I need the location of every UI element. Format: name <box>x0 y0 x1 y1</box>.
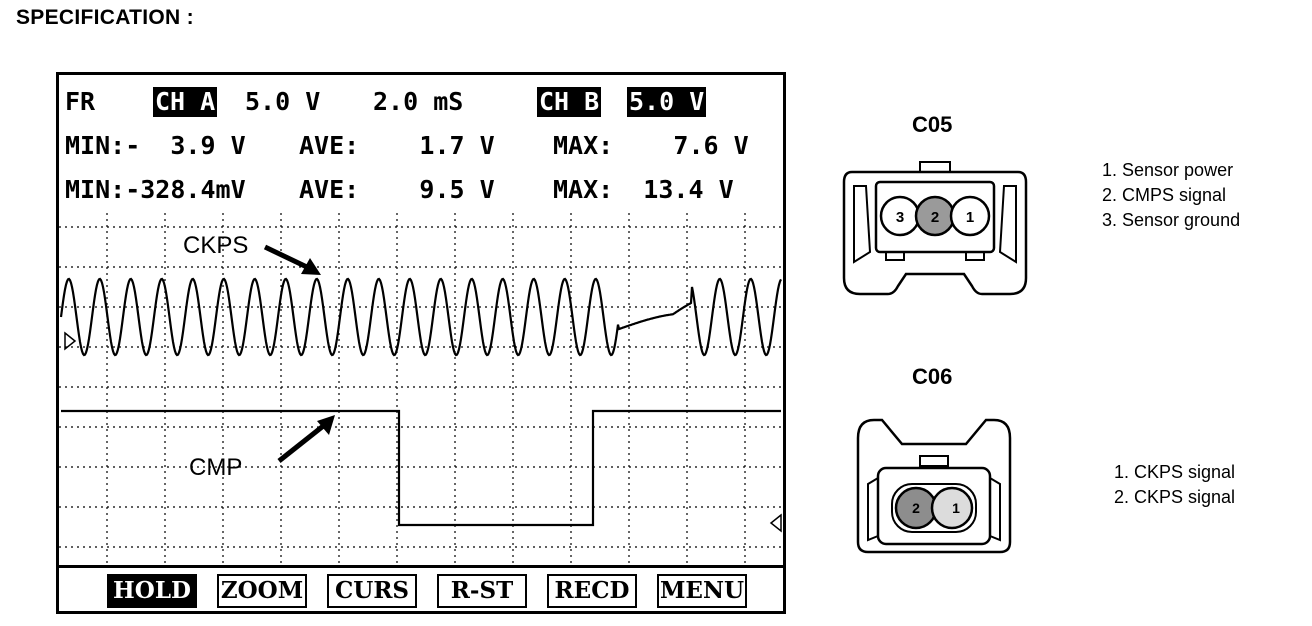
c06-legend-item-2: 2. CKPS signal <box>1114 487 1236 507</box>
c05-pin-1 <box>949 195 991 237</box>
channel-a-scale: 5.0 V <box>245 87 321 116</box>
c05-legend-item-2: 2. CMPS signal <box>1102 185 1227 205</box>
c05-pin-3-label: 3 <box>896 209 904 226</box>
c06-pin-2-label: 2 <box>912 500 920 516</box>
zoom-button[interactable]: ZOOM <box>217 574 307 608</box>
ckps-arrow-shaft <box>263 244 313 272</box>
c06-pin-frame <box>876 466 992 546</box>
c05-legend-item-3: 3. Sensor ground <box>1102 210 1241 230</box>
c06-title: C06 <box>912 364 953 389</box>
c06-right-guide <box>989 476 1001 542</box>
hold-button[interactable]: HOLD <box>107 574 197 608</box>
c05-legend-item-1: 1. Sensor power <box>1102 160 1234 180</box>
scope-row-channel-a-stats: MIN:- 3.9 V AVE: 1.7 V MAX: 7.6 V <box>59 131 783 281</box>
frame-label: FR <box>65 87 96 116</box>
c05-right-guide <box>998 185 1017 264</box>
c05-connector-diagram: 3 2 1 <box>842 161 1028 296</box>
c06-pin-1 <box>930 486 974 530</box>
channel-b-scale: 5.0 V <box>627 87 707 117</box>
channel-a-min: MIN:- 3.9 V <box>65 131 246 160</box>
c06-legend-item-1: 1. CKPS signal <box>1114 462 1236 482</box>
channel-b-max: MAX: 13.4 V <box>553 175 734 204</box>
c05-pin-frame <box>874 180 996 254</box>
ckps-waveform <box>59 277 782 357</box>
channel-b-min: MIN:-328.4mV <box>65 175 246 204</box>
channel-b-badge: CH B <box>537 87 602 117</box>
channel-a-badge: CH A <box>153 87 218 117</box>
c06-latch <box>919 455 949 467</box>
spec-title: SPECIFICATION : <box>16 6 194 29</box>
channel-a-ave: AVE: 1.7 V <box>299 131 495 160</box>
c05-legend: 1. Sensor power 2. CMPS signal 3. Sensor… <box>1102 158 1240 233</box>
c06-legend: 1. CKPS signal 2. CKPS signal <box>1114 460 1235 510</box>
c06-connector-diagram: 2 1 <box>856 418 1012 554</box>
cmp-waveform <box>61 409 781 527</box>
c05-left-guide <box>853 185 872 264</box>
c05-housing <box>842 170 1028 296</box>
scope-row-channel-b-stats: MIN:-328.4mV AVE: 9.5 V MAX: 13.4 V <box>59 175 783 325</box>
c05-pin-1-label: 1 <box>966 209 974 226</box>
scope-header: FR CH A 5.0 V 2.0 mS CH B 5.0 V MIN:- 3.… <box>59 75 783 213</box>
cmp-arrow-icon <box>317 415 335 435</box>
c06-pin-insert <box>891 483 977 533</box>
c06-housing <box>856 418 1012 554</box>
channel-b-marker-icon <box>769 513 782 533</box>
menu-button[interactable]: MENU <box>657 574 747 608</box>
oscilloscope-screen: FR CH A 5.0 V 2.0 mS CH B 5.0 V MIN:- 3.… <box>56 72 786 614</box>
c05-pin-2-label: 2 <box>931 209 939 226</box>
waveform-svg: CKPS CMP <box>59 213 783 565</box>
c05-foot-right <box>965 251 985 261</box>
c06-left-guide <box>867 476 879 542</box>
ckps-label: CKPS <box>183 232 248 259</box>
recd-button[interactable]: RECD <box>547 574 637 608</box>
waveform-plot: CKPS CMP <box>59 213 783 565</box>
r-st-button[interactable]: R-ST <box>437 574 527 608</box>
cmp-arrow-shaft <box>277 421 329 463</box>
channel-a-marker-icon <box>64 331 77 351</box>
ckps-arrow-icon <box>301 258 321 275</box>
dotted-grid <box>59 213 783 565</box>
time-scale: 2.0 mS <box>373 87 464 116</box>
c05-foot-left <box>885 251 905 261</box>
scope-button-bar: HOLD ZOOM CURS R-ST RECD MENU <box>59 565 783 614</box>
c06-pin-1-label: 1 <box>952 500 960 516</box>
channel-a-max: MAX: 7.6 V <box>553 131 749 160</box>
channel-b-ave: AVE: 9.5 V <box>299 175 495 204</box>
curs-button[interactable]: CURS <box>327 574 417 608</box>
scope-row-channels: FR CH A 5.0 V 2.0 mS CH B 5.0 V <box>59 87 783 327</box>
c05-latch <box>919 161 951 173</box>
cmp-label: CMP <box>189 454 242 481</box>
c05-title: C05 <box>912 112 953 137</box>
